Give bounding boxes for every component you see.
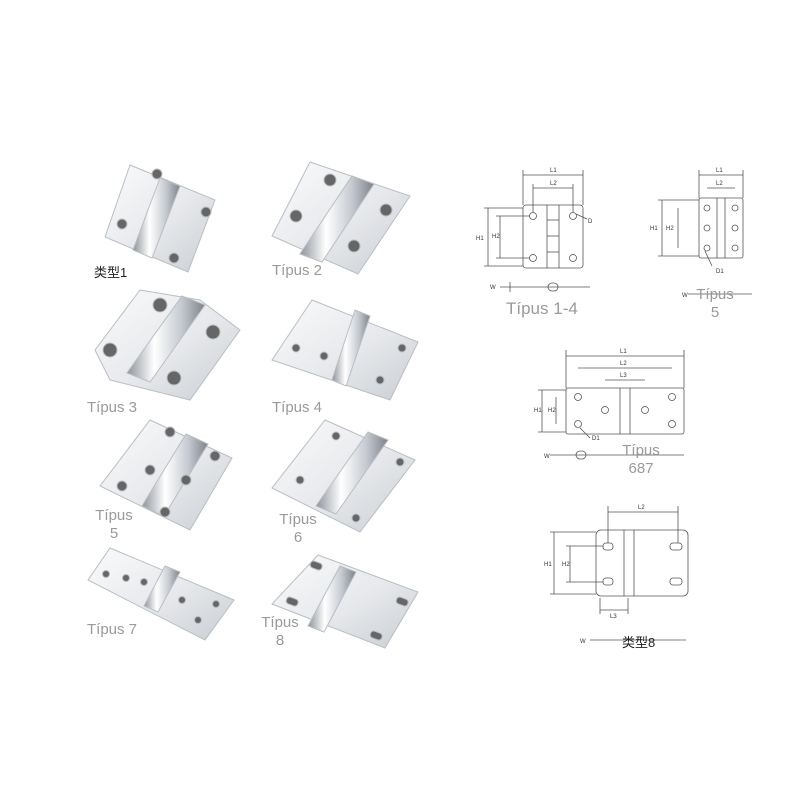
svg-text:L1: L1 [716,168,723,174]
drawing-label-5-line2: 5 [710,304,720,321]
hinge-photo-7 [87,547,235,641]
product-label-8-line2: 8 [275,632,285,649]
product-label-6-line1: Típus [279,511,317,528]
drawing-label-5-line1: Típus [696,286,734,303]
drawing-label-5: Típus 5 [690,286,740,322]
product-label-2: Típus 2 [272,262,323,279]
hinge-photo-3 [94,289,241,401]
svg-text:D: D [588,219,593,225]
svg-text:L2: L2 [550,181,557,187]
hinge-photo-2 [271,161,411,275]
svg-text:W: W [544,454,550,460]
svg-text:W: W [580,639,586,645]
drawing-label-6-7-line1: Típus [622,442,660,459]
svg-text:H2: H2 [666,226,674,232]
hinge-photo-6 [271,419,416,533]
svg-text:H1: H1 [476,236,484,242]
product-label-8: Típus 8 [255,614,305,650]
hinge-photo-5 [99,419,233,531]
drawing-type-5 [658,170,752,295]
hinge-photo-8 [271,554,419,649]
svg-text:L3: L3 [610,614,617,620]
drawing-type-6-7 [538,350,685,460]
product-label-5-line2: 5 [109,525,119,542]
product-label-5: Típus 5 [89,507,139,543]
svg-text:D1: D1 [592,436,600,442]
svg-text:L3: L3 [620,373,627,379]
product-label-6-line2: 6 [293,529,303,546]
product-label-4: Típus 4 [272,399,323,416]
product-label-6: Típus 6 [273,511,323,547]
svg-text:L2: L2 [620,361,627,367]
svg-text:L1: L1 [550,168,557,174]
svg-text:H1: H1 [534,408,542,414]
svg-text:D1: D1 [716,269,724,275]
svg-text:H2: H2 [548,408,556,414]
product-label-7: Típus 7 [87,621,138,638]
product-label-3: Típus 3 [87,399,138,416]
svg-text:H2: H2 [492,234,500,240]
drawing-label-1-4: Típus 1-4 [506,299,578,318]
product-label-1: 类型1 [94,265,128,280]
svg-text:H1: H1 [544,562,552,568]
hinge-photo-4 [271,299,419,401]
drawing-label-6-7: Típus 687 [616,442,666,478]
svg-text:L2: L2 [638,505,645,511]
svg-text:L2: L2 [716,181,723,187]
drawing-label-6-7-line2: 687 [628,460,654,477]
svg-text:H2: H2 [562,562,570,568]
svg-text:W: W [682,293,688,299]
drawing-type-1-4 [484,170,590,292]
hinge-photo-1 [104,164,216,273]
product-label-8-line1: Típus [261,614,299,631]
drawing-type-8 [550,506,689,641]
product-label-5-line1: Típus [95,507,133,524]
svg-text:L1: L1 [620,349,627,355]
svg-text:H1: H1 [650,226,658,232]
drawing-label-8: 类型8 [622,635,656,650]
svg-text:W: W [490,285,496,291]
